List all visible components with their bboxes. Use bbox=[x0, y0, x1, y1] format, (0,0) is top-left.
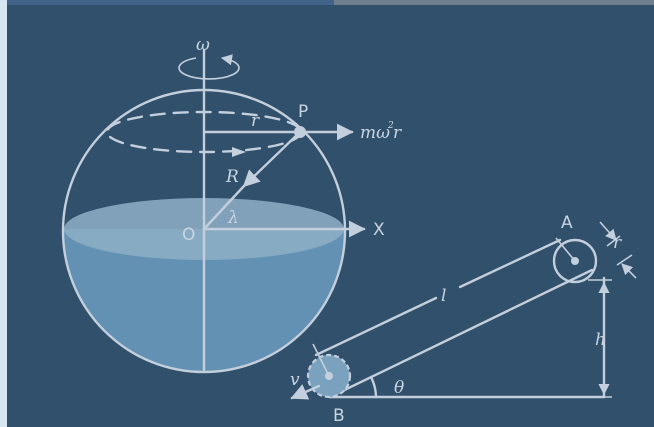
theta-arc bbox=[369, 375, 378, 399]
radius-R-arrow bbox=[242, 130, 302, 188]
incline-figure: h θ l A r B v bbox=[290, 213, 637, 426]
height-h-label: h bbox=[595, 330, 606, 350]
wheel-a-spoke bbox=[555, 237, 576, 262]
radius-R-line bbox=[202, 184, 246, 231]
velocity-arrow bbox=[290, 384, 321, 400]
top-bar-blue bbox=[0, 0, 334, 5]
velocity-v-label: v bbox=[290, 370, 300, 390]
lambda-label: λ bbox=[227, 208, 239, 228]
wheel-r-arrow-out bbox=[621, 263, 637, 279]
rotation-arrow-icon bbox=[178, 54, 240, 80]
force-label: mω bbox=[360, 123, 390, 143]
force-label-base: mω bbox=[360, 123, 390, 143]
wheel-radius-r-label: r bbox=[613, 233, 622, 253]
rotating-sphere-figure: ω r P mω 2 r R λ O X bbox=[61, 35, 402, 374]
incline-surface bbox=[328, 268, 594, 399]
wheel-at-a bbox=[552, 238, 598, 284]
center-o-label: O bbox=[182, 225, 195, 245]
length-l-label: l bbox=[441, 286, 446, 306]
x-axis-label: X bbox=[373, 220, 385, 240]
point-b-label: B bbox=[333, 406, 345, 426]
wheel-r-tick-1 bbox=[606, 235, 621, 247]
force-label-tail: r bbox=[393, 123, 402, 143]
force-label-sup: 2 bbox=[387, 121, 394, 131]
l-dimension-left bbox=[314, 296, 438, 357]
left-stripe bbox=[0, 0, 7, 427]
point-p-label: P bbox=[298, 102, 308, 122]
top-bar-gray bbox=[334, 0, 654, 5]
wheel-r-tick-2 bbox=[616, 254, 633, 266]
radius-R-label: R bbox=[225, 167, 239, 187]
point-a-label: A bbox=[561, 213, 573, 233]
theta-label: θ bbox=[394, 378, 404, 398]
latitude-direction-arrow bbox=[232, 147, 246, 157]
omega-label: ω bbox=[196, 35, 210, 55]
l-dimension-right bbox=[458, 238, 562, 289]
wheel-r-arrow-in bbox=[599, 221, 617, 241]
radius-r-label: r bbox=[251, 111, 260, 131]
wheel-b-spoke bbox=[312, 343, 330, 377]
